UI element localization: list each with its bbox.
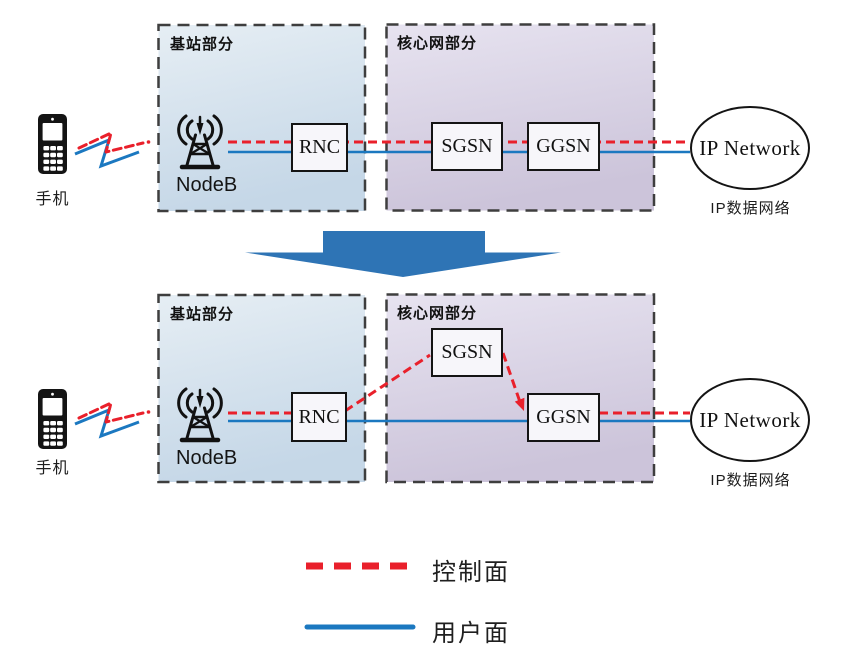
ip-network-node-bottom: IP Network [690, 378, 810, 462]
legend-control-plane-label: 控制面 [432, 559, 510, 586]
ggsn-node-bottom: GGSN [527, 393, 600, 442]
nodeb-label-top: NodeB [176, 174, 238, 196]
air-interface-zigzag-bottom [73, 401, 152, 438]
phone-icon-top [38, 114, 67, 174]
control-plane-sgsn-ggsn-diagonal [501, 352, 522, 403]
core-section-title-top: 核心网部分 [397, 35, 478, 52]
ip-network-caption-top: IP数据网络 [710, 200, 791, 217]
sgsn-node-bottom: SGSN [431, 328, 503, 377]
transition-down-arrow [245, 231, 561, 277]
legend-user-plane-label: 用户面 [432, 620, 510, 647]
phone-icon-bottom [38, 389, 67, 449]
phone-label-top: 手机 [35, 191, 70, 208]
sgsn-node-top: SGSN [431, 122, 503, 171]
core-network-section-box-bottom [385, 293, 656, 484]
ggsn-node-top: GGSN [527, 122, 600, 171]
phone-label-bottom: 手机 [35, 460, 70, 477]
rnc-node-bottom: RNC [291, 392, 347, 442]
rnc-node-top: RNC [291, 123, 348, 172]
base-station-section-box-top [157, 23, 367, 213]
base-section-title-bottom: 基站部分 [170, 306, 235, 323]
ip-network-caption-bottom: IP数据网络 [710, 472, 791, 489]
control-plane-arrowhead [514, 397, 525, 411]
base-station-section-box-bottom [157, 293, 367, 484]
base-section-title-top: 基站部分 [170, 36, 235, 53]
nodeb-label-bottom: NodeB [176, 447, 238, 469]
control-plane-rnc-sgsn-diagonal [344, 353, 431, 413]
core-network-section-box-top [385, 23, 656, 212]
ip-network-node-top: IP Network [690, 106, 810, 190]
core-section-title-bottom: 核心网部分 [397, 305, 478, 322]
air-interface-zigzag-top [73, 131, 152, 168]
